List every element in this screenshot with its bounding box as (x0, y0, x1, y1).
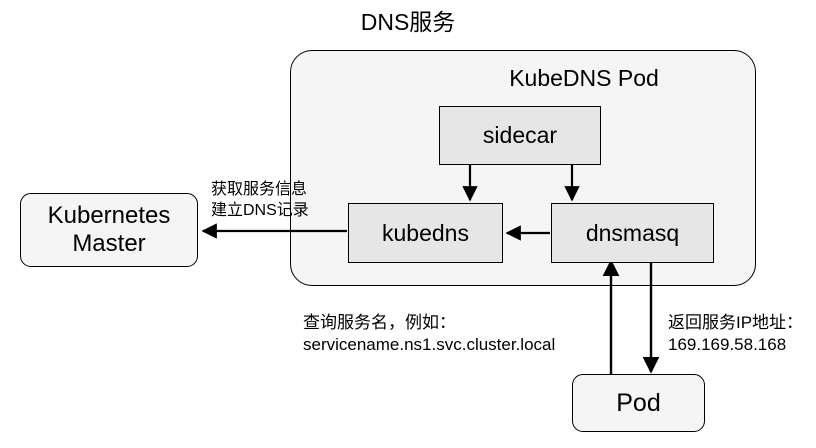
node-kubernetes-master[interactable]: Kubernetes Master (20, 193, 198, 267)
diagram-title: DNS服务 (360, 9, 456, 35)
node-dnsmasq[interactable]: dnsmasq (551, 203, 714, 263)
node-pod[interactable]: Pod (572, 374, 705, 432)
edge-label-query: 查询服务名，例如： servicename.ns1.svc.cluster.lo… (303, 313, 556, 355)
edge-label-master: 获取服务信息 建立DNS记录 (211, 181, 309, 219)
edge-label-response: 返回服务IP地址： 169.169.58.168 (668, 313, 804, 355)
node-sidecar[interactable]: sidecar (439, 106, 601, 165)
node-kubedns[interactable]: kubedns (348, 203, 503, 263)
kubedns-pod-label: KubeDNS Pod (509, 65, 659, 91)
